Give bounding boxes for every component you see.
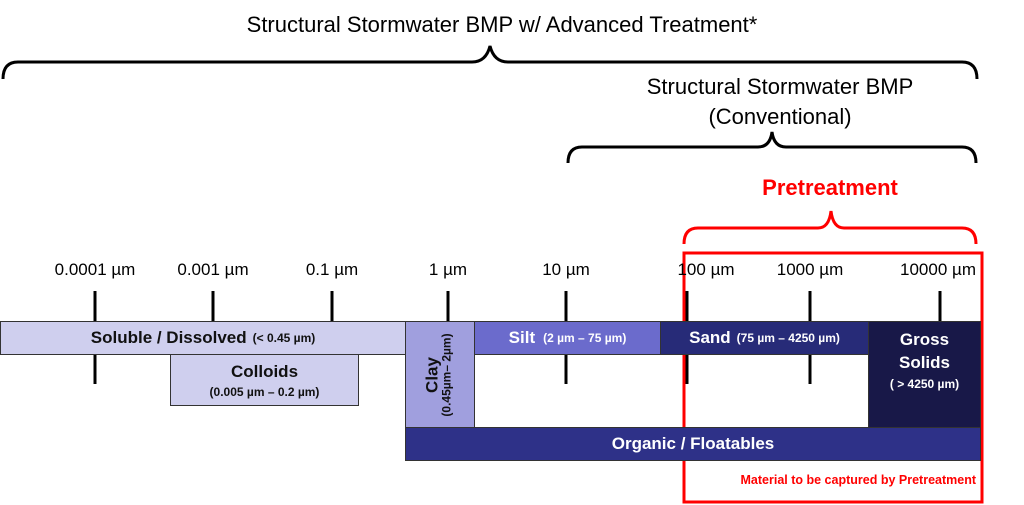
conventional-title-line1: Structural Stormwater BMP <box>646 74 914 99</box>
pretreatment-box <box>682 251 984 504</box>
clay-range: (0.45µm– 2µm) <box>440 332 455 417</box>
colloids-bar: Colloids (0.005 µm – 0.2 µm) <box>170 354 359 406</box>
tick-label: 10 µm <box>542 260 590 279</box>
clay-bar: Clay (0.45µm– 2µm) <box>405 321 475 428</box>
sand-label: Sand <box>689 328 731 347</box>
tick-label: 1000 µm <box>776 260 844 279</box>
clay-text: Clay (0.45µm– 2µm) <box>423 332 455 417</box>
pretreatment-title: Pretreatment <box>762 175 898 200</box>
scale-ticks-upper <box>93 291 942 321</box>
tick-label: 0.001 µm <box>177 260 249 279</box>
scale-ticks-lower <box>93 354 812 384</box>
pretreatment-caption: Material to be captured by Pretreatment <box>740 473 976 487</box>
tick-label: 10000 µm <box>900 260 976 279</box>
pretreatment-brace <box>682 210 978 245</box>
tick-label: 100 µm <box>677 260 735 279</box>
gross-label-line2: Solids <box>898 353 950 372</box>
conventional-brace <box>566 131 978 164</box>
silt-label: Silt <box>508 328 536 347</box>
gross-range: ( > 4250 µm) <box>889 377 960 391</box>
colloids-range: (0.005 µm – 0.2 µm) <box>209 384 320 399</box>
tick-label: 0.0001 µm <box>54 260 136 279</box>
clay-label: Clay <box>423 356 443 393</box>
sand-bar: Sand (75 µm – 4250 µm) <box>660 321 869 355</box>
organic-label: Organic / Floatables <box>611 434 775 453</box>
conventional-title: Structural Stormwater BMP (Conventional) <box>580 72 980 132</box>
conventional-title-line2: (Conventional) <box>708 104 852 129</box>
tick-label: 0.1 µm <box>305 260 359 279</box>
gross-label-line1: Gross <box>899 330 950 349</box>
advanced-treatment-title: Structural Stormwater BMP w/ Advanced Tr… <box>246 12 758 37</box>
organic-floatables-bar: Organic / Floatables <box>405 427 981 461</box>
silt-bar: Silt (2 µm – 75 µm) <box>474 321 661 355</box>
colloids-label: Colloids <box>230 361 299 381</box>
sand-range: (75 µm – 4250 µm) <box>736 331 840 345</box>
silt-range: (2 µm – 75 µm) <box>543 331 627 345</box>
soluble-dissolved-bar: Soluble / Dissolved (< 0.45 µm) <box>0 321 406 355</box>
soluble-label: Soluble / Dissolved <box>90 328 247 347</box>
soluble-range: (< 0.45 µm) <box>252 331 316 345</box>
tick-label: 1 µm <box>428 260 468 279</box>
gross-solids-bar: Gross Solids ( > 4250 µm) <box>868 321 981 428</box>
advanced-treatment-brace <box>1 45 979 80</box>
